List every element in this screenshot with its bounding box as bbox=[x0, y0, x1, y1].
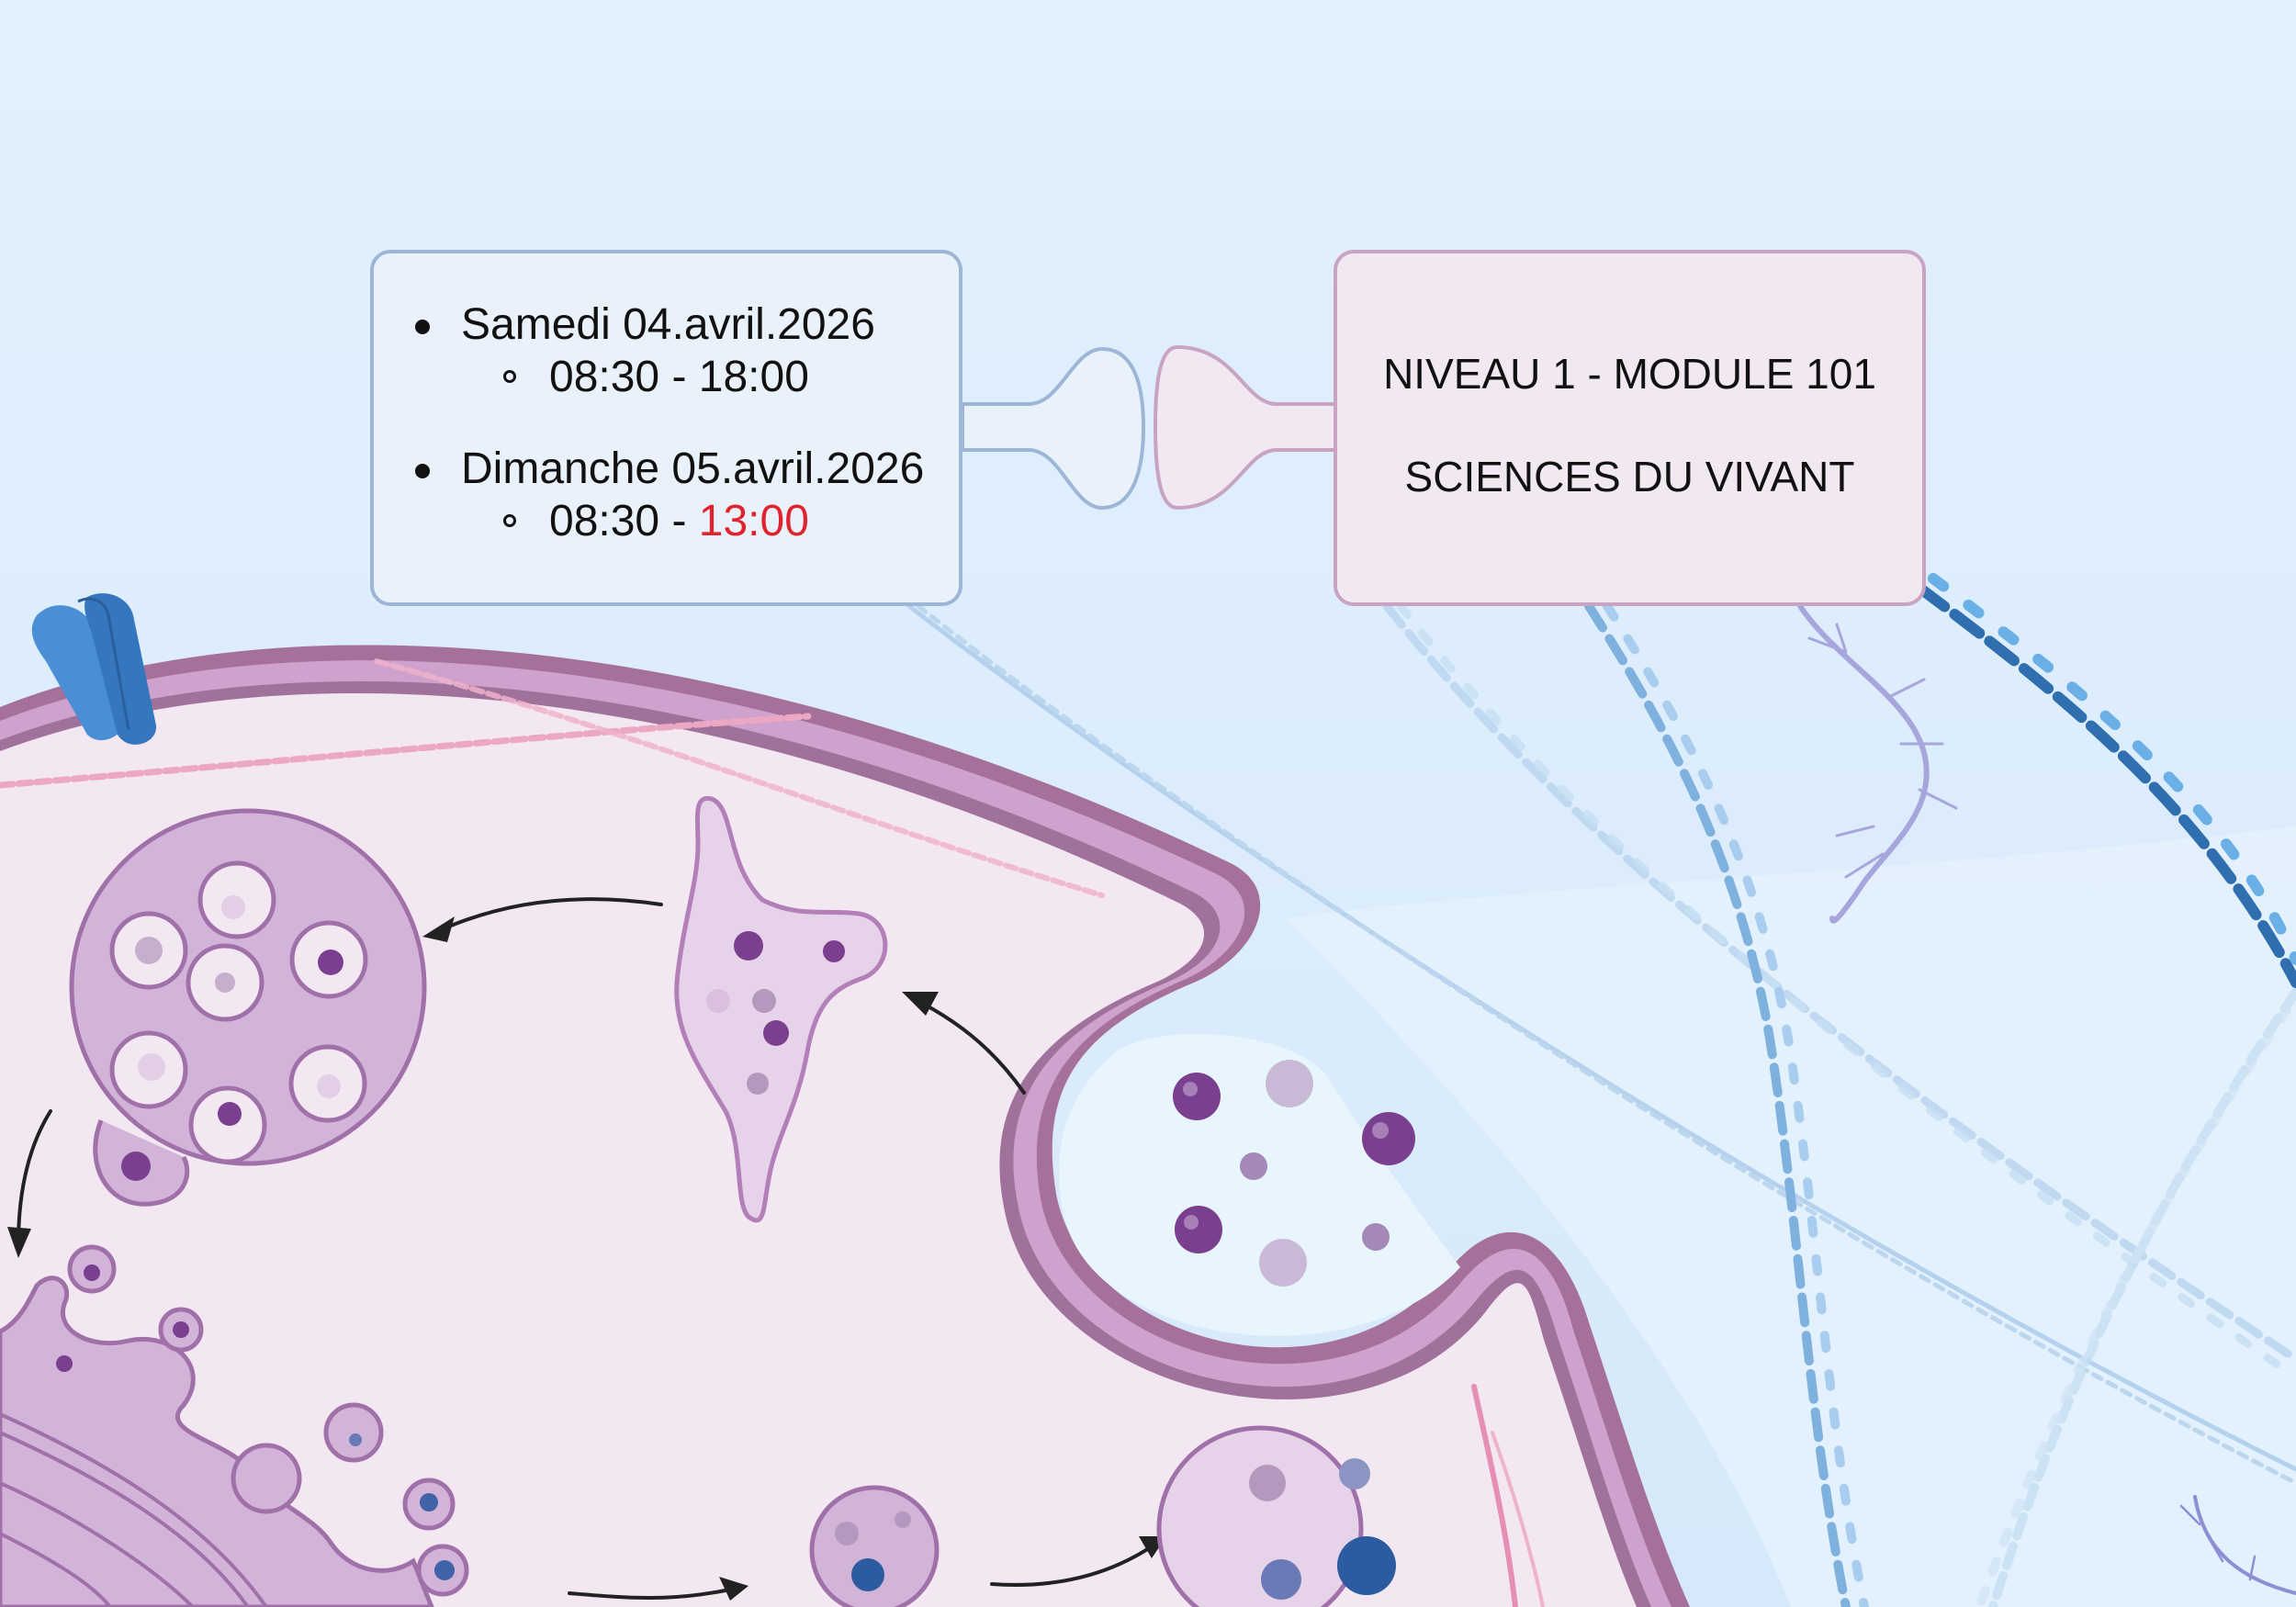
membrane-channel-icon bbox=[31, 593, 157, 745]
golgi-apparatus-icon bbox=[0, 1244, 469, 1607]
synapse-connector-icon bbox=[961, 344, 1338, 511]
neuron-strand-icon bbox=[1797, 603, 1958, 924]
vesicle-icon bbox=[809, 1485, 940, 1607]
schedule-time-2: 08:30 - 13:00 bbox=[503, 496, 809, 546]
module-title: NIVEAU 1 - MODULE 101 bbox=[1383, 350, 1876, 398]
dna-helix-icon bbox=[906, 601, 2296, 1607]
schedule-day-2: Dimanche 05.avril.2026 bbox=[414, 444, 925, 493]
schedule-time-1: 08:30 - 18:00 bbox=[503, 353, 809, 401]
vesicle-particles bbox=[1173, 1060, 1415, 1287]
module-subtitle: SCIENCES DU VIVANT bbox=[1404, 453, 1855, 500]
neuron-strand-icon bbox=[2179, 1495, 2296, 1595]
dna-helix-icon bbox=[1914, 573, 2296, 988]
vesicle-icon bbox=[674, 795, 888, 1223]
module-title-panel: NIVEAU 1 - MODULE 101 SCIENCES DU VIVANT bbox=[1334, 250, 1926, 606]
dna-helix-icon bbox=[1584, 601, 1869, 1607]
schedule-time-2-start: 08:30 - bbox=[549, 497, 699, 545]
cell-membrane bbox=[0, 645, 1690, 1607]
schedule-time-2-end: 13:00 bbox=[698, 497, 809, 545]
schedule-panel: Samedi 04.avril.2026 08:30 - 18:00 Diman… bbox=[370, 250, 962, 606]
schedule-day-1: Samedi 04.avril.2026 bbox=[415, 300, 875, 349]
vesicle-icon bbox=[1156, 1425, 1396, 1607]
lysosome-icon bbox=[69, 808, 427, 1207]
